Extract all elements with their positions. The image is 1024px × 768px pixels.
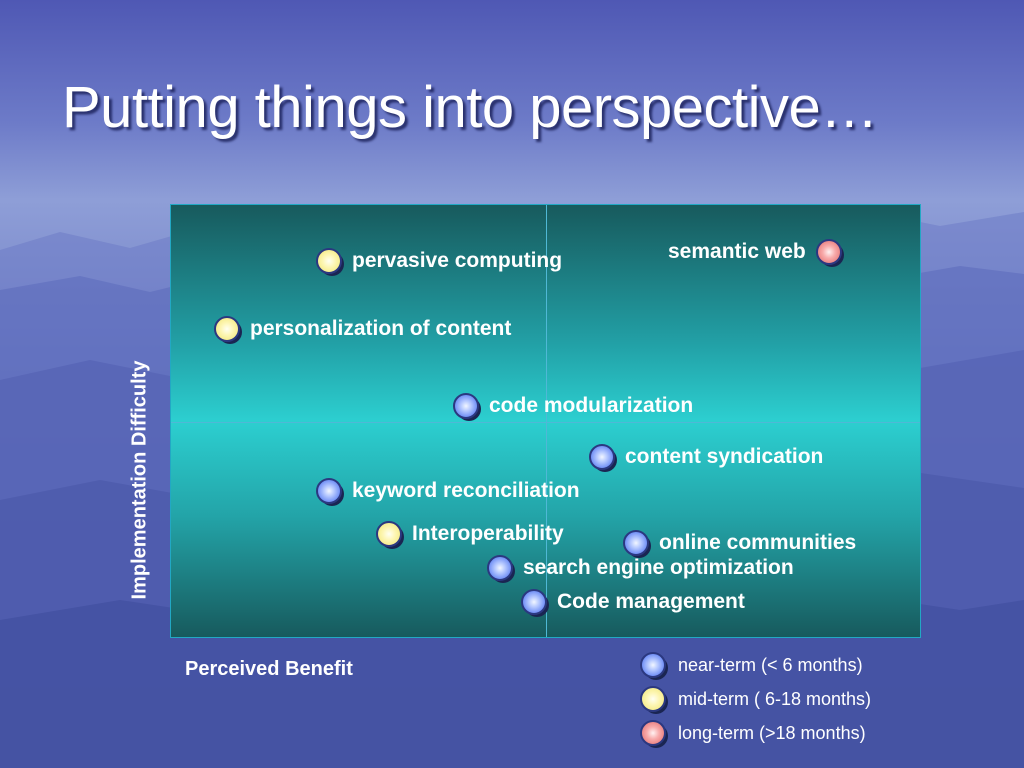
item-label: content syndication — [625, 445, 824, 468]
item-label: pervasive computing — [352, 249, 563, 272]
item-label: personalization of content — [250, 317, 512, 340]
item-label: online communities — [659, 531, 857, 554]
vertical-divider — [546, 205, 547, 637]
near-term-marker-icon — [453, 393, 481, 421]
item-interoperability: Interoperability — [376, 521, 564, 549]
item-pervasive-computing: pervasive computing — [316, 248, 563, 276]
near-term-marker-icon — [487, 555, 515, 583]
mid-term-marker-icon — [640, 686, 668, 714]
item-code-management: Code management — [521, 589, 745, 617]
mid-term-marker-icon — [214, 316, 242, 344]
long-term-marker-icon — [815, 239, 844, 267]
y-axis-label: Implementation Difficulty — [128, 360, 151, 600]
legend-label: mid-term ( 6-18 months) — [678, 688, 872, 709]
item-content-syndication: content syndication — [589, 444, 824, 472]
item-label: search engine optimization — [523, 556, 794, 579]
item-label: code modularization — [489, 394, 694, 417]
item-personalization-of-content: personalization of content — [214, 316, 512, 344]
item-label: keyword reconciliation — [352, 479, 580, 502]
legend-item-long-term: long-term (>18 months) — [640, 716, 871, 750]
item-online-communities: online communities — [623, 530, 857, 558]
legend-item-near-term: near-term (< 6 months) — [640, 648, 871, 682]
item-search-engine-optimization: search engine optimization — [487, 555, 794, 583]
legend-item-mid-term: mid-term ( 6-18 months) — [640, 682, 871, 716]
horizontal-divider — [171, 422, 920, 423]
legend-label: near-term (< 6 months) — [678, 654, 863, 675]
legend-label: long-term (>18 months) — [678, 722, 866, 743]
legend: near-term (< 6 months) mid-term ( 6-18 m… — [640, 648, 871, 750]
item-label: semantic web — [668, 240, 806, 263]
item-semantic-web: semantic web — [668, 239, 844, 267]
near-term-marker-icon — [316, 478, 344, 506]
item-code-modularization: code modularization — [453, 393, 694, 421]
mid-term-marker-icon — [316, 248, 344, 276]
item-keyword-reconciliation: keyword reconciliation — [316, 478, 580, 506]
item-label: Code management — [557, 590, 745, 613]
long-term-marker-icon — [640, 720, 668, 748]
mid-term-marker-icon — [376, 521, 404, 549]
slide-title: Putting things into perspective… — [62, 75, 878, 140]
item-label: Interoperability — [412, 522, 564, 545]
x-axis-label: Perceived Benefit — [185, 658, 353, 680]
near-term-marker-icon — [623, 530, 651, 558]
quadrant-chart — [170, 204, 921, 638]
near-term-marker-icon — [521, 589, 549, 617]
near-term-marker-icon — [589, 444, 617, 472]
near-term-marker-icon — [640, 652, 668, 680]
